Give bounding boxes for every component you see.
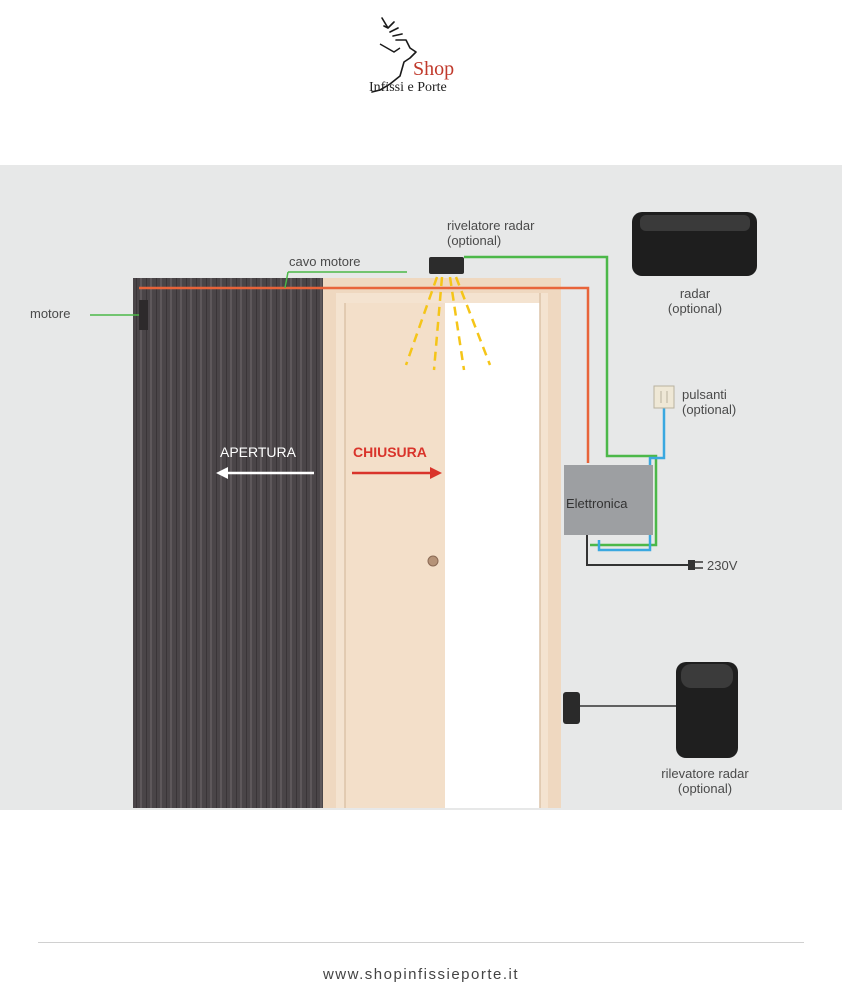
pulsanti-line2: (optional) — [682, 402, 737, 417]
cavo-motore-label: cavo motore — [289, 254, 361, 269]
radar-beam-icon — [404, 276, 492, 371]
apertura-arrow-icon — [216, 467, 314, 479]
rivelatore-radar-label: rivelatore radar (optional) — [447, 218, 534, 248]
logo-brand: Shop — [413, 58, 455, 80]
chiusura-label: CHIUSURA — [353, 444, 427, 460]
folding-door — [133, 278, 323, 808]
apertura-label: APERTURA — [220, 444, 296, 460]
radar-line1: radar — [679, 286, 711, 301]
radar-sensor-icon — [429, 257, 464, 274]
rilevatore-radar-label: rilevatore radar (optional) — [640, 766, 770, 796]
floor-sensor-icon — [563, 692, 678, 724]
elettronica-label: Elettronica — [566, 496, 628, 511]
chiusura-arrow-icon — [352, 467, 442, 479]
rilevatore-radar-line1: rilevatore radar — [661, 766, 749, 781]
electronics-box — [564, 465, 653, 535]
radar-label: radar (optional) — [640, 286, 750, 316]
footer-divider — [38, 942, 804, 943]
deer-logo-icon — [371, 17, 417, 93]
motor-icon — [139, 300, 148, 330]
rilevatore-radar-icon — [676, 662, 738, 758]
plug-icon — [688, 560, 703, 570]
door-automation-diagram: motore cavo motore rivelatore radar (opt… — [0, 165, 842, 810]
power-wire — [586, 535, 688, 566]
radar-unit-icon — [632, 212, 757, 276]
rilevatore-radar-line2: (optional) — [677, 781, 733, 796]
radar-wire-green — [464, 255, 658, 547]
rivelatore-radar-line2: (optional) — [447, 233, 502, 248]
voltage-label: 230V — [707, 558, 738, 573]
rivelatore-radar-line1: rivelatore radar — [447, 218, 535, 233]
push-button-icon — [653, 385, 675, 409]
motor-cable — [139, 286, 590, 463]
footer-url: www.shopinfissieporte.it — [322, 966, 520, 983]
door-frame — [323, 278, 561, 808]
radar-line2: (optional) — [667, 301, 723, 316]
pulsanti-line1: pulsanti — [682, 387, 727, 402]
logo-subtitle: Infissi e Porte — [369, 80, 447, 95]
pulsanti-label: pulsanti (optional) — [682, 387, 736, 417]
motore-label: motore — [30, 306, 71, 321]
door-knob-icon — [427, 555, 439, 567]
